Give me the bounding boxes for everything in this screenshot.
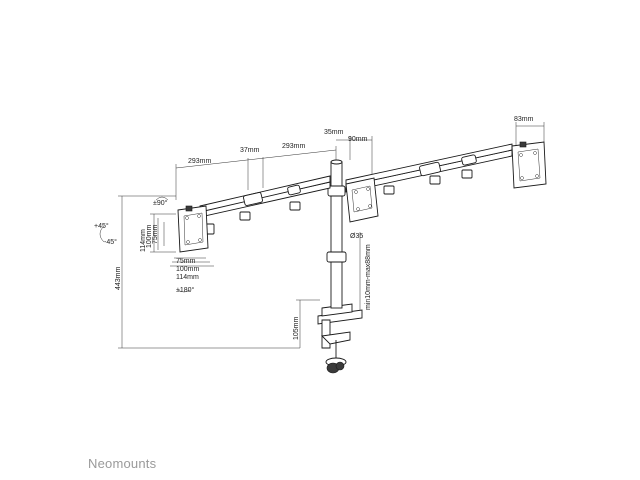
pole-and-clamp [317,159,363,374]
label-vesa-v3: 75mm [152,224,159,244]
left-arm [195,175,331,235]
dimension-lines [99,122,545,349]
label-tilt-down: -45° [104,238,117,246]
label-rotate: ±90° [153,199,168,207]
label-clamp-height: 105mm [293,316,300,340]
label-tilt-up: +45° [94,222,109,230]
label-right-plate: 83mm [514,116,534,123]
center-vesa-plate [345,177,379,223]
label-total-height: 443mm [115,266,122,290]
label-vesa-h3: 114mm [176,274,199,281]
label-vesa-h1: 75mm [176,258,196,265]
label-arm-left-outer: 293mm [188,158,212,165]
right-arm [345,143,513,195]
label-arm-left-inner: 293mm [282,143,306,150]
label-swivel: ±180° [176,286,195,294]
right-vesa-plate [511,141,547,189]
dimension-labels: 293mm 37mm 293mm 35mm 90mm 83mm ±90° +45… [94,116,534,340]
label-desk-thickness: min10mm-max88mm [365,244,372,310]
left-vesa-plate [177,205,209,253]
label-pole-diameter: Ø35 [350,233,363,240]
label-vesa-v1: 114mm [140,229,147,252]
brand-logo-text: Neomounts [88,456,157,471]
label-vesa-v2: 100mm [146,224,153,248]
label-pole-to-center: 35mm [324,129,344,136]
label-center-offset: 90mm [348,136,368,143]
label-vesa-h2: 100mm [176,266,200,273]
label-gap: 37mm [240,147,260,154]
